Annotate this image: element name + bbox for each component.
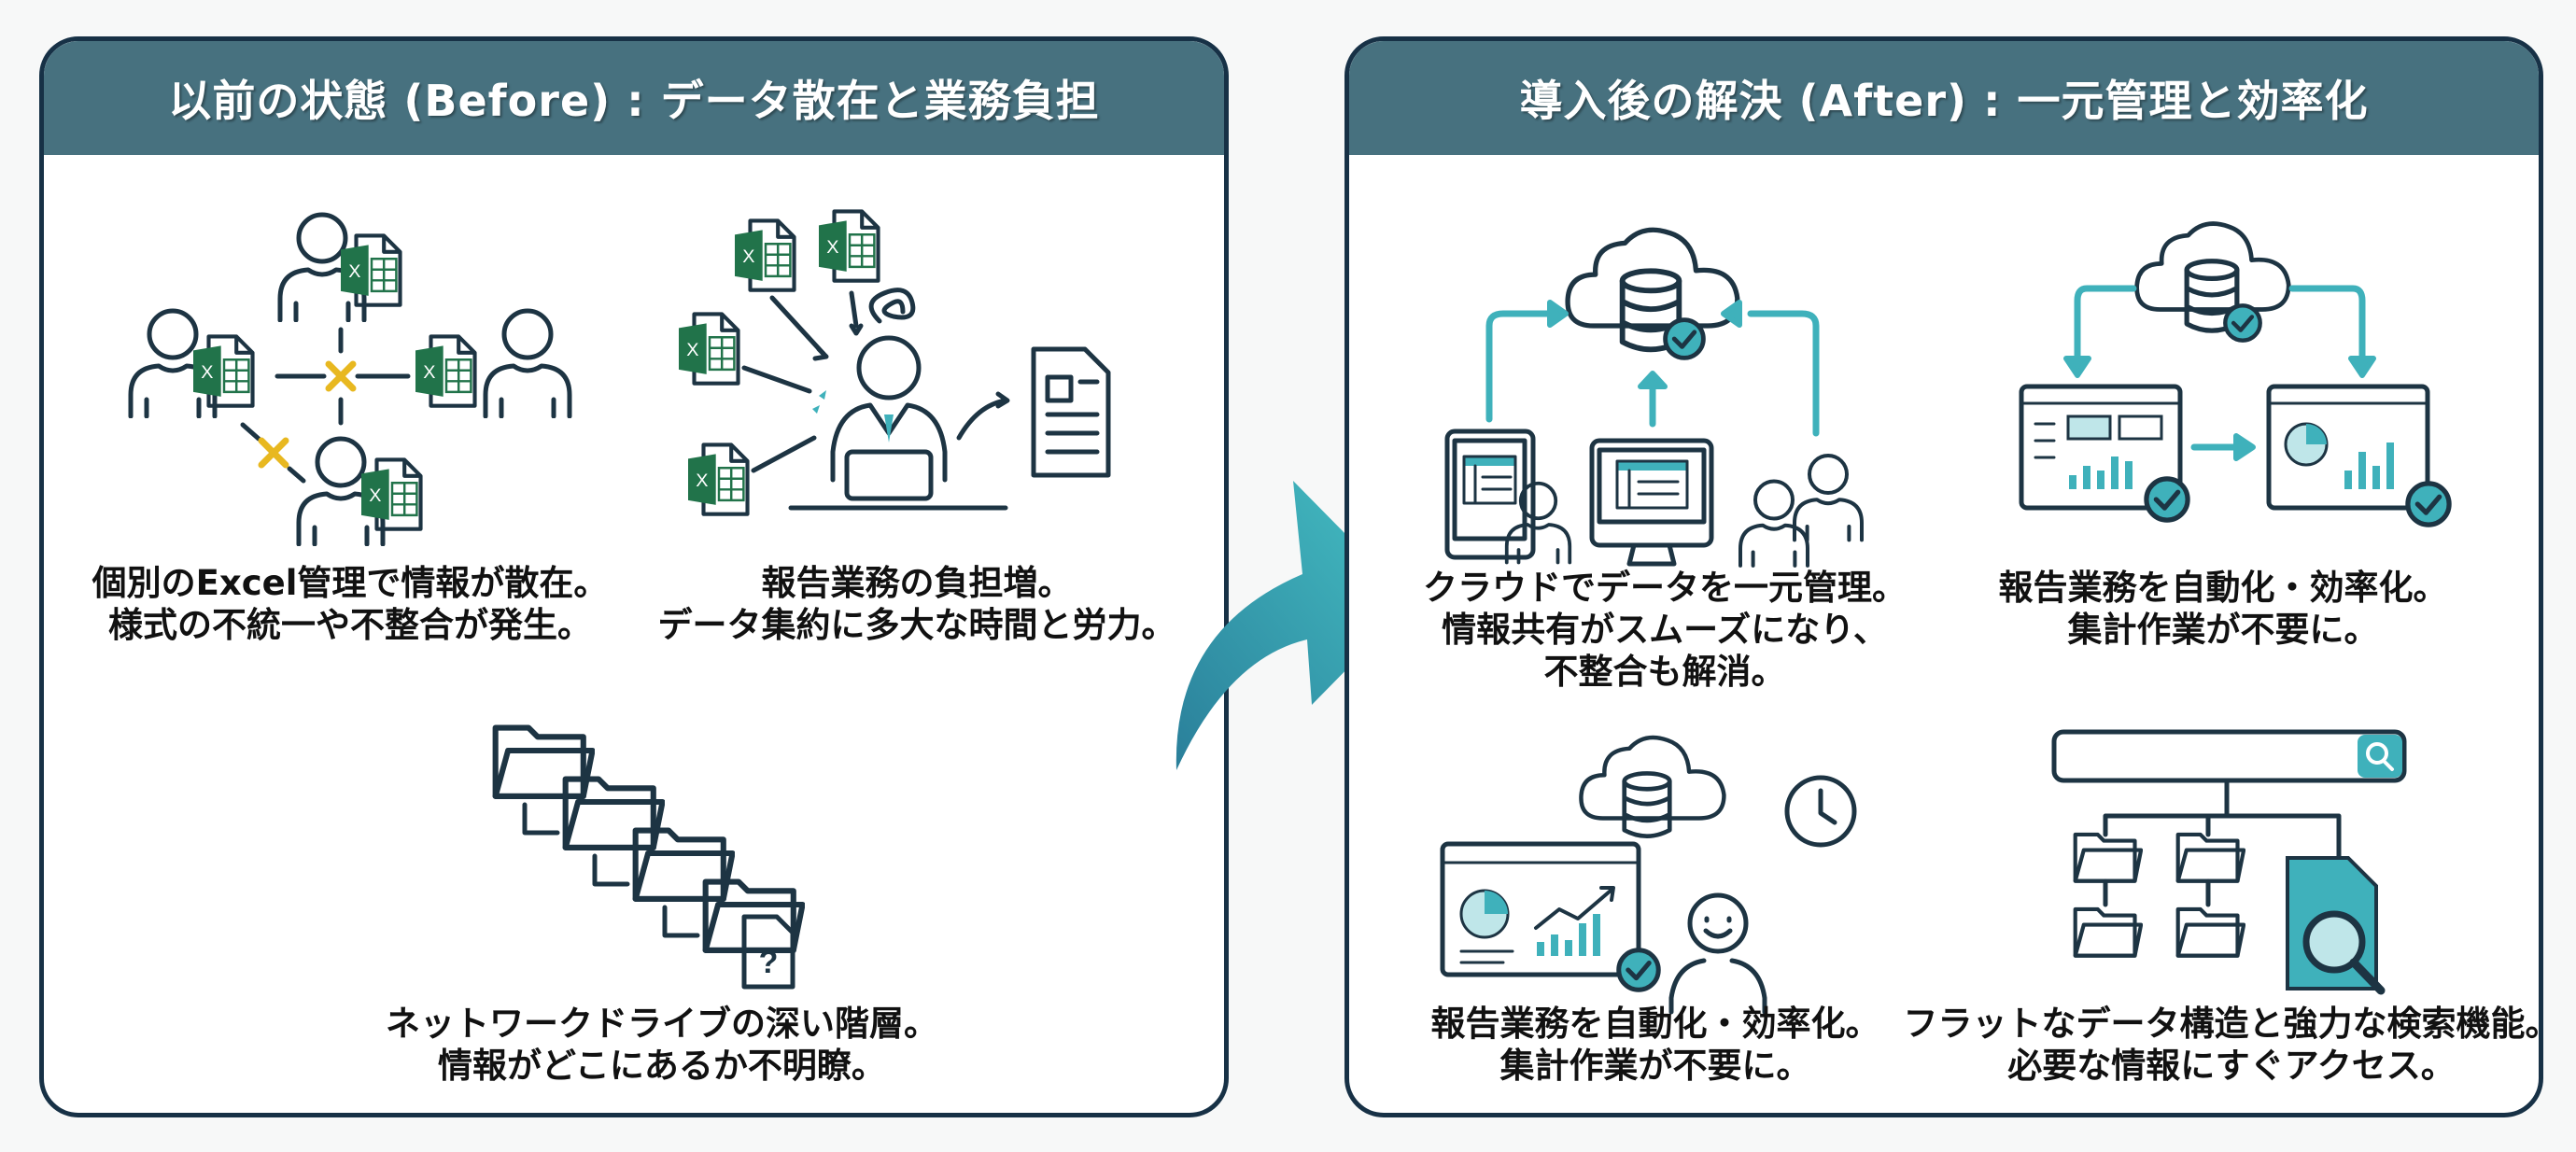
before-panel: 以前の状態 (Before) : データ散在と業務負担 個別のExcel管理で情… [39,36,1229,1117]
after-caption-4: フラットなデータ構造と強力な検索機能。 必要な情報にすぐアクセス。 [1903,1003,2543,1087]
deep-folders-icon: ? [492,721,847,990]
scattered-excel-icon [107,196,593,551]
after-caption-1: クラウドでデータを一元管理。 情報共有がスムーズになり、 不整合も解消。 [1423,567,1907,693]
caption-line: 必要な情報にすぐアクセス。 [2007,1046,2456,1086]
caption-line: 報告業務を自動化・効率化。 [1430,1004,1880,1044]
caption-line: 報告業務を自動化・効率化。 [1998,568,2448,608]
after-panel: 導入後の解決 (After) : 一元管理と効率化 クラウドでデータを一元管理。… [1344,36,2543,1117]
caption-line: 不整合も解消。 [1543,652,1786,692]
cloud-database-sync-icon [1444,200,1863,573]
caption-line: 様式の不統一や不整合が発生。 [107,605,592,645]
caption-line: 集計作業が不要に。 [2067,610,2379,650]
dashboard-cloud-smile-icon [1440,727,1857,1015]
before-caption-1: 個別のExcel管理で情報が散在。 様式の不統一や不整合が発生。 [92,562,609,646]
caption-line: 個別のExcel管理で情報が散在。 [91,563,609,603]
before-caption-3: ネットワークドライブの深い階層。 情報がどこにあるか不明瞭。 [386,1003,938,1087]
caption-line: ネットワークドライブの深い階層。 [386,1004,938,1044]
caption-line: 報告業務の負担増。 [761,563,1073,603]
caption-line: 情報共有がスムーズになり、 [1442,610,1888,650]
caption-line: フラットなデータ構造と強力な検索機能。 [1903,1004,2543,1044]
automated-report-icon [2019,200,2451,573]
search-bar [2051,729,2407,783]
svg-text:?: ? [759,945,779,980]
caption-line: 集計作業が不要に。 [1499,1046,1811,1086]
caption-line: データ集約に多大な時間と労力。 [657,605,1176,645]
before-panel-title: 以前の状態 (Before) : データ散在と業務負担 [44,41,1224,155]
caption-line: クラウドでデータを一元管理。 [1423,568,1907,608]
after-panel-title: 導入後の解決 (After) : 一元管理と効率化 [1349,41,2539,155]
caption-line: 情報がどこにあるか不明瞭。 [438,1046,886,1086]
overloaded-worker-icon [679,209,1111,583]
search-folder-structure-icon [2051,729,2407,995]
before-caption-2: 報告業務の負担増。 データ集約に多大な時間と労力。 [658,562,1176,646]
after-caption-2: 報告業務を自動化・効率化。 集計作業が不要に。 [1999,567,2448,651]
after-caption-3: 報告業務を自動化・効率化。 集計作業が不要に。 [1431,1003,1880,1087]
